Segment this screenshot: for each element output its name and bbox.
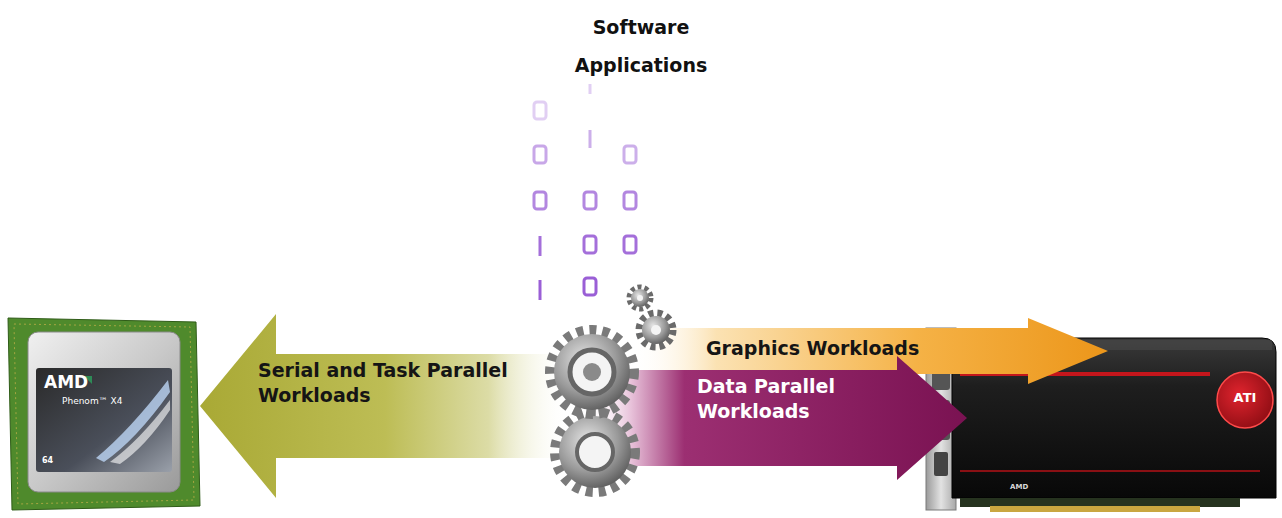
arrow-label: Graphics Workloads xyxy=(706,336,1016,361)
arrow-band: Serial and Task Parallel Workloads xyxy=(198,312,570,500)
gear xyxy=(629,287,651,309)
arrow-label: Data Parallel Workloads xyxy=(697,374,887,423)
cpu-chip xyxy=(8,318,200,510)
card-logo: ATI xyxy=(1221,391,1269,405)
label-wrap: ATI xyxy=(1221,391,1269,405)
binary-digits xyxy=(534,84,636,300)
arrow-shape xyxy=(198,312,570,500)
label-wrap: AMD xyxy=(44,373,104,392)
title-wrap: Software Applications xyxy=(541,8,741,84)
label-wrap: Phenom™ X4 xyxy=(62,397,152,407)
chip-logo: AMD xyxy=(44,373,104,392)
card-brand: AMD xyxy=(1010,484,1050,492)
chip-model: Phenom™ X4 xyxy=(62,397,152,407)
label-wrap: AMD xyxy=(1010,484,1050,492)
gear xyxy=(639,313,673,347)
arrow-polygon xyxy=(200,314,570,498)
title: Software Applications xyxy=(551,8,731,84)
arrow-band: Data Parallel Workloads xyxy=(585,356,967,482)
arrow-polygon xyxy=(585,356,967,480)
chip-badge: 64 xyxy=(42,457,72,466)
label-wrap: 64 xyxy=(42,457,72,466)
arrow-label: Serial and Task Parallel Workloads xyxy=(258,358,508,407)
